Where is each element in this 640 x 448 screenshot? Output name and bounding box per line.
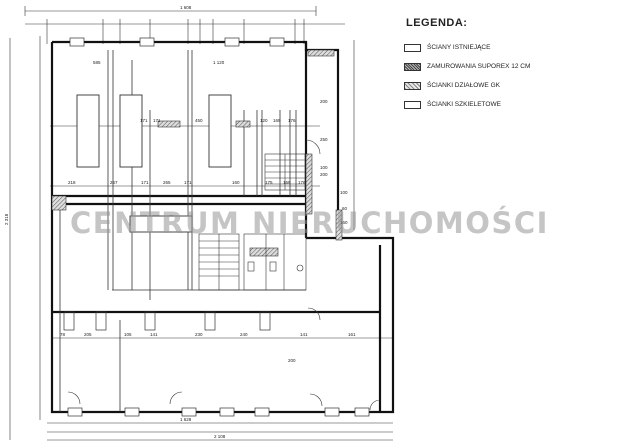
dim-low-1: 205	[84, 332, 92, 337]
dim-mid-0: 218	[68, 180, 76, 185]
dim-mid-3: 265	[163, 180, 171, 185]
dim-up-0: 171	[140, 118, 148, 123]
dim-mid-5: 160	[232, 180, 240, 185]
dim-stair-a: 100	[320, 165, 328, 170]
staircase-lower	[198, 233, 240, 291]
dim-low-0: 78	[60, 332, 66, 337]
watermark-text: CENTRUM NIERUCHOMOŚCI	[70, 206, 549, 240]
door-swings	[67, 139, 381, 411]
legend-label: ZAMUROWANIA SUPOREX 12 CM	[427, 63, 531, 70]
legend: LEGENDA: ŚCIANY ISTNIEJĄCE ZAMUROWANIA S…	[404, 17, 624, 114]
legend-label: ŚCIANKI SZKIELETOWE	[427, 101, 501, 108]
dim-low-5: 240	[240, 332, 248, 337]
legend-label: ŚCIANY ISTNIEJĄCE	[427, 44, 491, 51]
legend-swatch-plain	[404, 43, 421, 52]
windows	[67, 407, 370, 417]
columns	[76, 94, 232, 233]
dimension-ticks	[46, 19, 305, 44]
dim-mid-4: 171	[184, 180, 192, 185]
dim-up-4: 169	[273, 118, 281, 123]
dim-low-6: 141	[300, 332, 308, 337]
dim-low-7: 161	[348, 332, 356, 337]
dim-right-2: 160	[340, 220, 348, 225]
dim-bottom-total: 2 108	[214, 434, 226, 439]
dim-room-b: 1 120	[213, 60, 225, 65]
dim-gap: 200	[288, 358, 296, 363]
legend-title: LEGENDA:	[406, 17, 468, 29]
dim-right-1: 60	[342, 206, 348, 211]
legend-swatch-dense	[404, 62, 421, 71]
dim-up-2: 450	[195, 118, 203, 123]
dim-mid-7: 169	[283, 180, 291, 185]
legend-item-frame: ŚCIANKI SZKIELETOWE	[404, 95, 624, 114]
dim-up-1: 171	[153, 118, 161, 123]
dim-right-0: 100	[340, 190, 348, 195]
partition-walls	[59, 50, 306, 412]
dim-corr-a: 200	[320, 99, 328, 104]
bathroom-block	[243, 233, 307, 291]
dim-low-3: 141	[150, 332, 158, 337]
dimension-labels: 1 608 585 1 120 218 267 171 265 171 160 …	[4, 5, 356, 439]
lower-pillars	[63, 311, 271, 331]
legend-item-suporex: ZAMUROWANIA SUPOREX 12 CM	[404, 57, 624, 76]
dim-low-4: 230	[195, 332, 203, 337]
gk-partitions	[51, 49, 343, 257]
legend-swatch-light	[404, 81, 421, 90]
dim-mid-8: 176	[298, 180, 306, 185]
legend-item-gk: ŚCIANKI DZIAŁOWE GK	[404, 76, 624, 95]
dim-room-a: 585	[93, 60, 101, 65]
dim-up-3: 120	[260, 118, 268, 123]
dim-left-total: 2 318	[4, 213, 9, 225]
dim-low-2: 105	[124, 332, 132, 337]
legend-swatch-frame	[404, 100, 421, 109]
dim-bottom-1: 1 628	[180, 417, 192, 422]
top-windows	[69, 37, 285, 47]
legend-item-existing-walls: ŚCIANY ISTNIEJĄCE	[404, 38, 624, 57]
dim-top-total: 1 608	[180, 5, 192, 10]
dim-stair-b: 200	[320, 172, 328, 177]
dim-mid-1: 267	[110, 180, 118, 185]
dim-corr-b: 250	[320, 137, 328, 142]
legend-label: ŚCIANKI DZIAŁOWE GK	[427, 82, 500, 89]
staircase-upper	[264, 153, 306, 191]
dim-mid-6: 175	[265, 180, 273, 185]
dim-up-5: 176	[288, 118, 296, 123]
dim-mid-2: 171	[141, 180, 149, 185]
